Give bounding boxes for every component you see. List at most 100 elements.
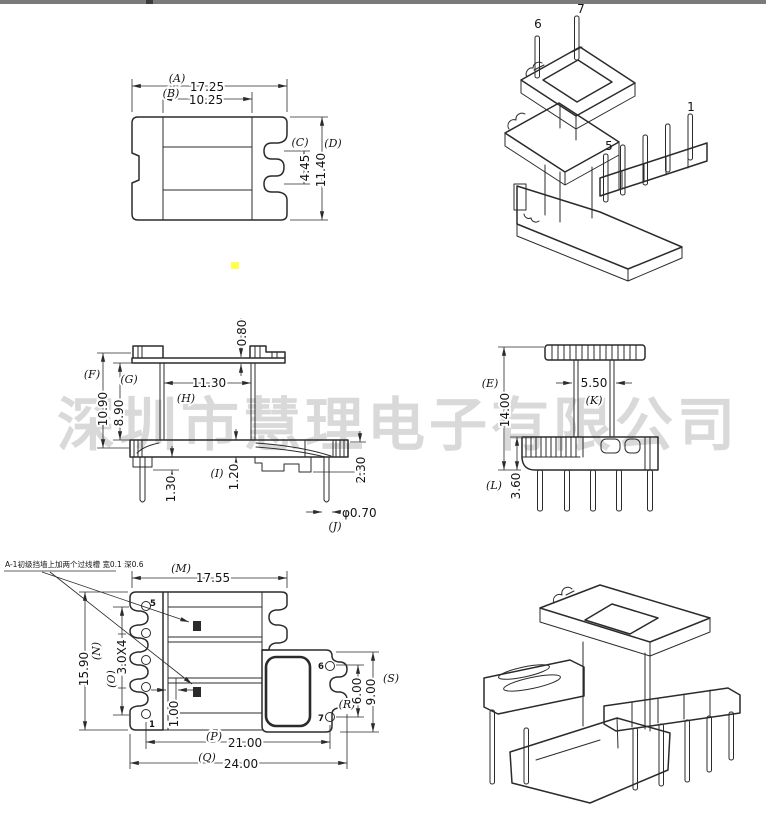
iso2-top-flange: [539, 584, 711, 643]
end-view: (E) 14.00 5.50 (K) (L) 3.60: [480, 344, 659, 512]
dim-i-label: (I): [211, 467, 224, 480]
top-right-wall: [162, 591, 288, 651]
dim-a-value: 17.25: [190, 80, 224, 94]
top-left-wall: [129, 591, 164, 731]
pin7-number: 7: [318, 714, 324, 724]
top-pin-hole: [141, 628, 151, 638]
top-mount-boss: [264, 655, 312, 728]
dim-o-label: (O): [105, 670, 118, 688]
iso2-pin: [658, 723, 664, 787]
dim-d-value: 11.40: [314, 153, 328, 187]
end-pin: [564, 469, 570, 512]
side-right-bracket: [254, 456, 312, 473]
wire-slot: [193, 687, 201, 697]
iso-pin7-number: 7: [577, 2, 585, 16]
end-base-notch: [600, 438, 621, 454]
end-base: [521, 436, 659, 471]
top-view: (M) 17.55 (N) 15.90 (O) 3.0X4 1.00 (P) 2…: [4, 559, 401, 773]
dim-j-label: (J): [329, 520, 342, 533]
side-left-pin: [139, 456, 146, 503]
dim-j-value: φ0.70: [342, 506, 377, 520]
iso2-pin: [706, 715, 712, 773]
dim-f-label: (F): [84, 368, 100, 381]
iso2-pin: [684, 719, 690, 783]
front-outline: [131, 116, 288, 221]
dim-e-value: 14.00: [498, 393, 512, 427]
dim-s-label: (S): [383, 672, 399, 685]
end-pin: [537, 469, 543, 512]
dim-p-label: (P): [206, 730, 222, 743]
dim-a-label: (A): [169, 72, 186, 85]
dim-h-label: (H): [177, 392, 195, 405]
iso2-pin: [728, 711, 734, 761]
dim-r-value: 6.00: [350, 678, 364, 705]
dim-m-value: 17.55: [196, 571, 230, 585]
end-top-flange: [544, 344, 646, 361]
end-pin: [647, 469, 653, 512]
top-pin-hole: [141, 682, 151, 692]
side-top-flange: [131, 345, 286, 364]
end-pin: [616, 469, 622, 512]
dim-f-value: 10.90: [96, 392, 110, 426]
pin5-number: 5: [150, 599, 156, 609]
dim-flange-value: 0.80: [235, 320, 249, 347]
company-watermark: 深圳市慧理电子有限公司: [57, 391, 740, 459]
iso2-pin: [632, 727, 638, 791]
dim-l-value: 3.60: [509, 473, 523, 500]
annotation-note: A-1初级挡墙上加两个过线槽 宽0.1 深0.6: [5, 559, 144, 569]
end-base-notch: [624, 438, 641, 454]
iso2-column: [582, 641, 651, 732]
dim-s-value: 9.00: [364, 679, 378, 706]
top-winding-bands: [162, 606, 263, 731]
dim-wall-value: 1.00: [167, 701, 181, 728]
dim-q-value: 24.00: [224, 757, 258, 771]
dim-i-value: 1.20: [227, 464, 241, 491]
dim-g-label: (G): [120, 373, 137, 386]
dim-q-label: (Q): [198, 751, 216, 764]
front-view: (A) 17.25 (B) 10.25 (C) 4.45 (D) 11.40: [131, 70, 344, 221]
iso2-left-rail: [483, 659, 585, 715]
dim-c-value: 4.45: [298, 155, 312, 182]
top-pin-1-hole: [141, 709, 151, 719]
pin-5: [603, 153, 609, 203]
iso2-rail-slot: [503, 674, 561, 692]
side-left-foot: [132, 456, 153, 468]
side-right-pin: [323, 456, 330, 503]
iso-view-bottom: [483, 584, 741, 804]
pin-7: [574, 15, 580, 61]
dim-p-value: 21.00: [228, 736, 262, 750]
iso2-pin: [523, 727, 529, 785]
dim-b-value: 10.25: [189, 93, 223, 107]
iso-view-top: 6 7 1 5: [504, 2, 708, 282]
iso2-pin: [489, 709, 495, 785]
top-bar-mark: [146, 0, 153, 4]
side-bottom-flange: [129, 439, 349, 458]
iso-pin5-number: 5: [605, 139, 613, 153]
end-column: [573, 359, 615, 438]
iso-base-plate: [516, 185, 683, 270]
iso-pin-rail: [599, 142, 708, 197]
dim-c-label: (C): [292, 136, 309, 149]
iso2-rail-slot: [498, 664, 550, 680]
dim-h-value: 11.30: [192, 376, 226, 390]
pin1-number: 1: [149, 720, 155, 730]
pin-1: [687, 113, 693, 161]
side-view: 0.80 (F) 10.90 (G) 8.90 11.30 (H) 1.30 (…: [82, 318, 379, 535]
dim-n-value: 15.90: [77, 652, 91, 686]
front-inner-lines: [162, 116, 253, 221]
top-pin-7-hole: [325, 712, 335, 722]
dim-r-label: (R): [339, 698, 356, 711]
dim-o-value: 3.0X4: [115, 640, 129, 675]
dim-k-label: (K): [586, 394, 603, 407]
window-top-bar: [0, 0, 766, 4]
iso2-right-rail: [603, 687, 741, 732]
dim-g-value: 8.90: [112, 400, 126, 427]
top-pin-hole: [141, 655, 151, 665]
side-column: [159, 362, 256, 441]
pin: [665, 123, 671, 173]
top-mount-block: [261, 649, 348, 733]
dim-d-label: (D): [324, 137, 341, 150]
yellow-artifact: [231, 262, 239, 269]
